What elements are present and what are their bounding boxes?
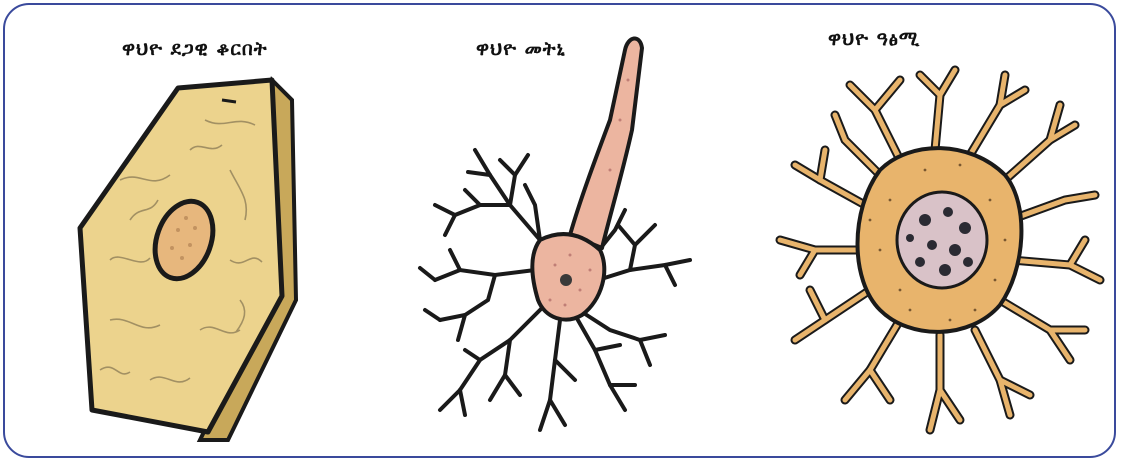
bone-cell-panel: ዋህዮ ዓፅሚ <box>750 0 1120 461</box>
nerve-cell-panel: ዋህዮ መትኒ <box>370 0 750 461</box>
epithelial-cell-panel: ዋህዮ ደጋዊ ቆርበት <box>0 0 370 461</box>
epithelial-cell-illustration <box>0 0 370 461</box>
bone-cell-illustration <box>750 0 1120 461</box>
nerve-cell-illustration <box>370 0 750 461</box>
